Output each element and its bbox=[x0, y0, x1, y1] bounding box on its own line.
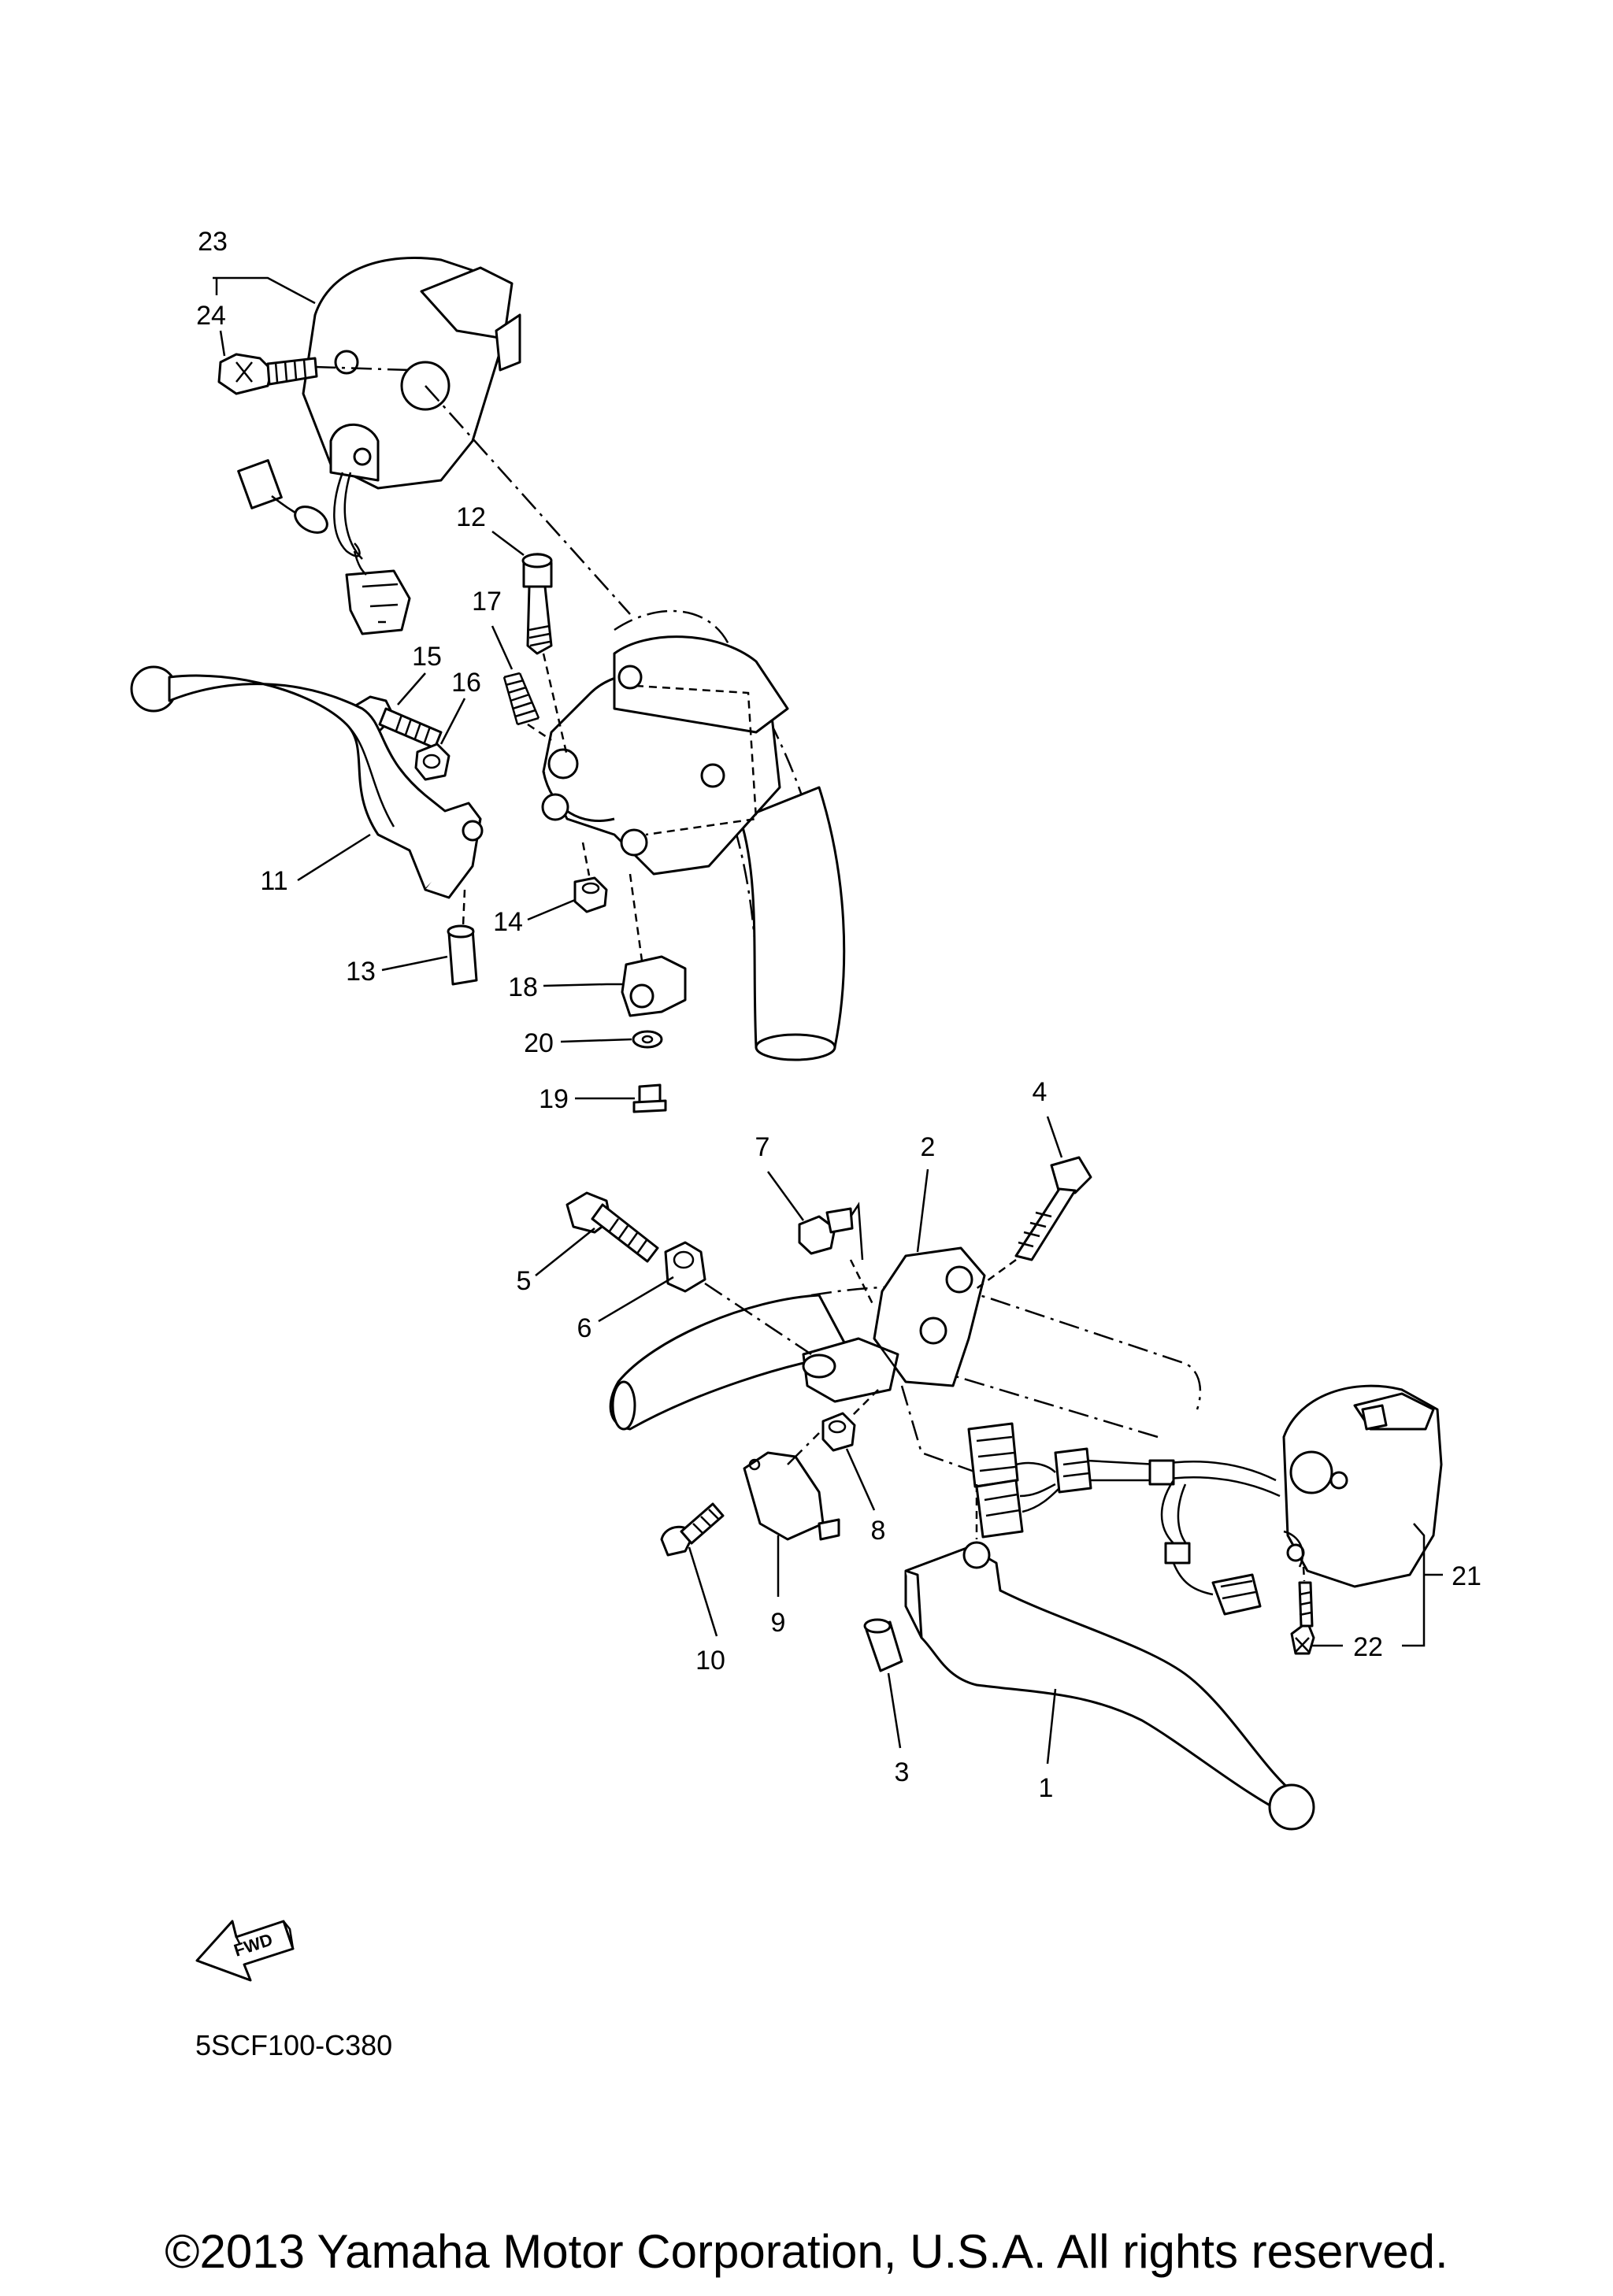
callout-18: 18 bbox=[508, 972, 538, 1002]
part-3-sleeve bbox=[863, 1618, 903, 1672]
part-24-screw bbox=[217, 353, 318, 395]
callout-23: 23 bbox=[198, 227, 228, 257]
right-switch-wiring bbox=[1086, 1459, 1281, 1616]
callout-16: 16 bbox=[451, 668, 481, 698]
callout-19: 19 bbox=[539, 1084, 569, 1114]
part-5-bolt bbox=[565, 1191, 659, 1263]
part-14-nut bbox=[573, 876, 608, 913]
part-12-bolt bbox=[521, 553, 553, 655]
part-13-sleeve bbox=[447, 924, 478, 986]
master-cylinder bbox=[541, 635, 789, 876]
connector-small bbox=[237, 459, 328, 534]
part-9-clutch-switch bbox=[743, 1451, 840, 1541]
callout-24: 24 bbox=[196, 301, 226, 331]
part-2-lever-bracket bbox=[802, 1246, 986, 1403]
callout-11: 11 bbox=[260, 866, 287, 896]
connector-large bbox=[345, 550, 411, 635]
grip-end-left bbox=[739, 786, 846, 1061]
callout-2: 2 bbox=[921, 1132, 936, 1162]
callout-21: 21 bbox=[1452, 1561, 1481, 1591]
callout-9: 9 bbox=[771, 1608, 786, 1638]
callout-7: 7 bbox=[755, 1132, 770, 1162]
callout-15: 15 bbox=[412, 642, 442, 672]
part-17-spring bbox=[502, 672, 540, 726]
callout-10: 10 bbox=[695, 1646, 725, 1676]
part-18-brake-switch bbox=[606, 955, 687, 1017]
part-1-clutch-lever bbox=[904, 1541, 1315, 1831]
part-8-nut bbox=[821, 1412, 856, 1452]
part-10-screw bbox=[660, 1502, 725, 1557]
callout-20: 20 bbox=[524, 1028, 554, 1058]
callout-6: 6 bbox=[577, 1313, 592, 1343]
copyright: ©2013 Yamaha Motor Corporation, U.S.A. A… bbox=[165, 2225, 1448, 2278]
clutch-switch-connectors bbox=[967, 1422, 1092, 1539]
callout-12: 12 bbox=[456, 502, 486, 532]
callout-1: 1 bbox=[1039, 1773, 1054, 1803]
part-16-nut bbox=[414, 742, 451, 781]
part-7-screw bbox=[798, 1207, 854, 1255]
callout-17: 17 bbox=[472, 587, 502, 617]
part-6-nut bbox=[664, 1241, 706, 1293]
right-switch-housing bbox=[1282, 1384, 1443, 1588]
callout-8: 8 bbox=[871, 1516, 886, 1546]
part-22-screw bbox=[1290, 1581, 1315, 1655]
callout-4: 4 bbox=[1033, 1077, 1048, 1107]
fwd-arrow-icon: FWD bbox=[195, 1920, 295, 1982]
callout-5: 5 bbox=[517, 1266, 532, 1296]
drawing-code: 5SCF100-C380 bbox=[195, 2029, 392, 2061]
callout-14: 14 bbox=[493, 907, 523, 937]
part-19-screw bbox=[632, 1083, 667, 1113]
left-switch-housing bbox=[302, 257, 521, 490]
part-20-washer bbox=[632, 1030, 663, 1049]
callout-3: 3 bbox=[895, 1757, 910, 1787]
part-11-brake-lever bbox=[130, 665, 484, 899]
callout-22: 22 bbox=[1353, 1632, 1383, 1662]
part-4-bolt bbox=[1014, 1156, 1092, 1261]
callout-13: 13 bbox=[346, 957, 376, 987]
